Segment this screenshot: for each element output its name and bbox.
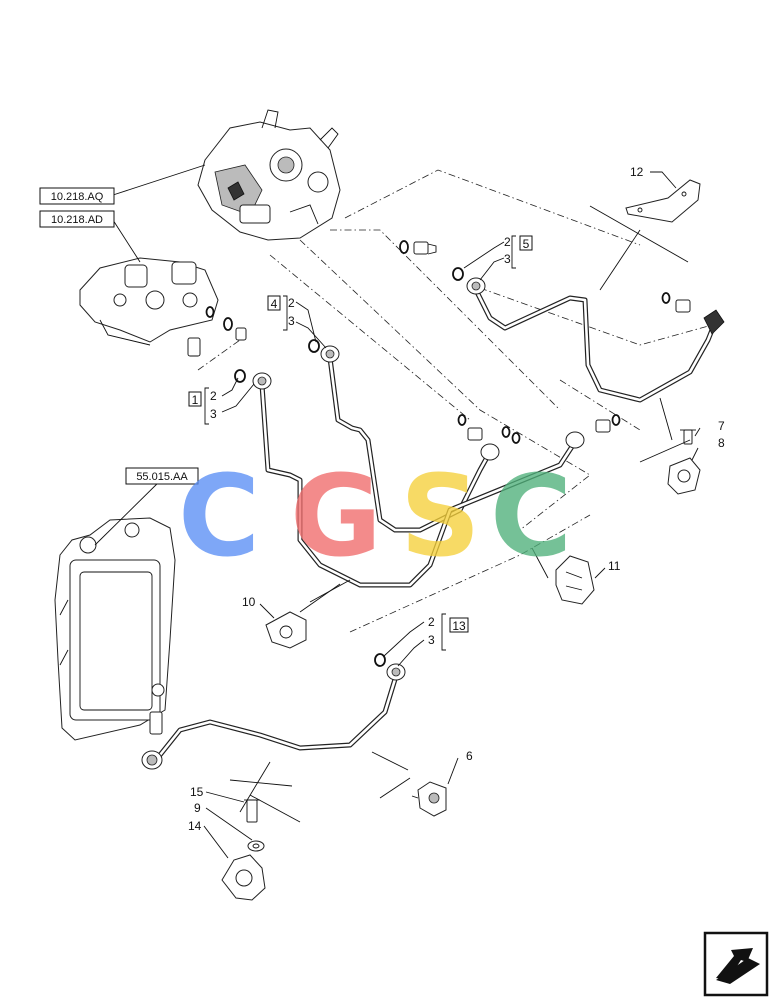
boxed-callout-4-text: 4 — [271, 297, 278, 311]
clamp-6 — [411, 781, 447, 817]
clamp-8 — [667, 429, 701, 495]
callout-7: 7 — [718, 419, 725, 433]
callout-3-b: 2 — [288, 296, 295, 310]
boxed-callout-1-text: 1 — [192, 393, 199, 407]
callout-2-b: 3 — [288, 314, 295, 328]
watermark-letter-3: S — [400, 452, 481, 582]
callout-2-c: 2 — [210, 389, 217, 403]
fuel-pipes — [157, 287, 717, 758]
fitting-group-upper — [187, 240, 437, 357]
clamp-14 — [221, 799, 266, 901]
bracket-12 — [625, 179, 701, 223]
pump-housing — [79, 257, 219, 346]
ref-10218aq-text[interactable]: 10.218.AQ — [51, 191, 104, 203]
boxed-callout-5: 5 — [519, 235, 533, 251]
watermark-letter-1: C — [178, 452, 260, 582]
callout-6: 6 — [466, 749, 473, 763]
callout-11: 11 — [608, 559, 621, 573]
watermark-letter-4: C — [490, 452, 572, 582]
leader-lines — [94, 164, 701, 859]
callouts: 12 2 3 2 3 2 3 7 8 11 10 2 3 6 15 9 14 — [188, 165, 725, 833]
injection-pump — [197, 109, 341, 241]
watermark: C G S C — [178, 452, 572, 582]
ref-10218ad[interactable]: 10.218.AD — [39, 210, 115, 228]
callout-15: 15 — [190, 785, 204, 799]
callout-9: 9 — [194, 801, 201, 815]
clamp-11 — [555, 555, 595, 605]
callout-3-c: 3 — [210, 407, 217, 421]
clamp-10 — [265, 611, 307, 649]
callout-2-d: 2 — [428, 615, 435, 629]
callout-8: 8 — [718, 436, 725, 450]
o-rings — [234, 267, 464, 667]
ecu-module — [54, 517, 176, 741]
callout-12: 12 — [630, 165, 644, 179]
ref-10218ad-text[interactable]: 10.218.AD — [51, 214, 103, 226]
arrow-badge-icon — [703, 931, 769, 997]
callout-14: 14 — [188, 819, 202, 833]
callout-2-a: 2 — [504, 235, 511, 249]
pipe-fittings — [141, 277, 725, 770]
boxed-callout-1: 1 — [188, 391, 202, 407]
boxed-callout-4: 4 — [267, 295, 281, 311]
ref-10218aq[interactable]: 10.218.AQ — [39, 187, 115, 205]
guide-lines — [197, 169, 713, 633]
callout-3-d: 3 — [428, 633, 435, 647]
ref-55015aa-text[interactable]: 55.015.AA — [136, 471, 188, 483]
callout-3-a: 3 — [504, 252, 511, 266]
boxed-callout-5-text: 5 — [523, 237, 530, 251]
watermark-letter-2: G — [290, 452, 382, 582]
boxed-callout-13-text: 13 — [452, 619, 466, 633]
ref-55015aa[interactable]: 55.015.AA — [125, 467, 199, 485]
boxed-callout-13: 13 — [449, 617, 469, 633]
callout-10: 10 — [242, 595, 256, 609]
